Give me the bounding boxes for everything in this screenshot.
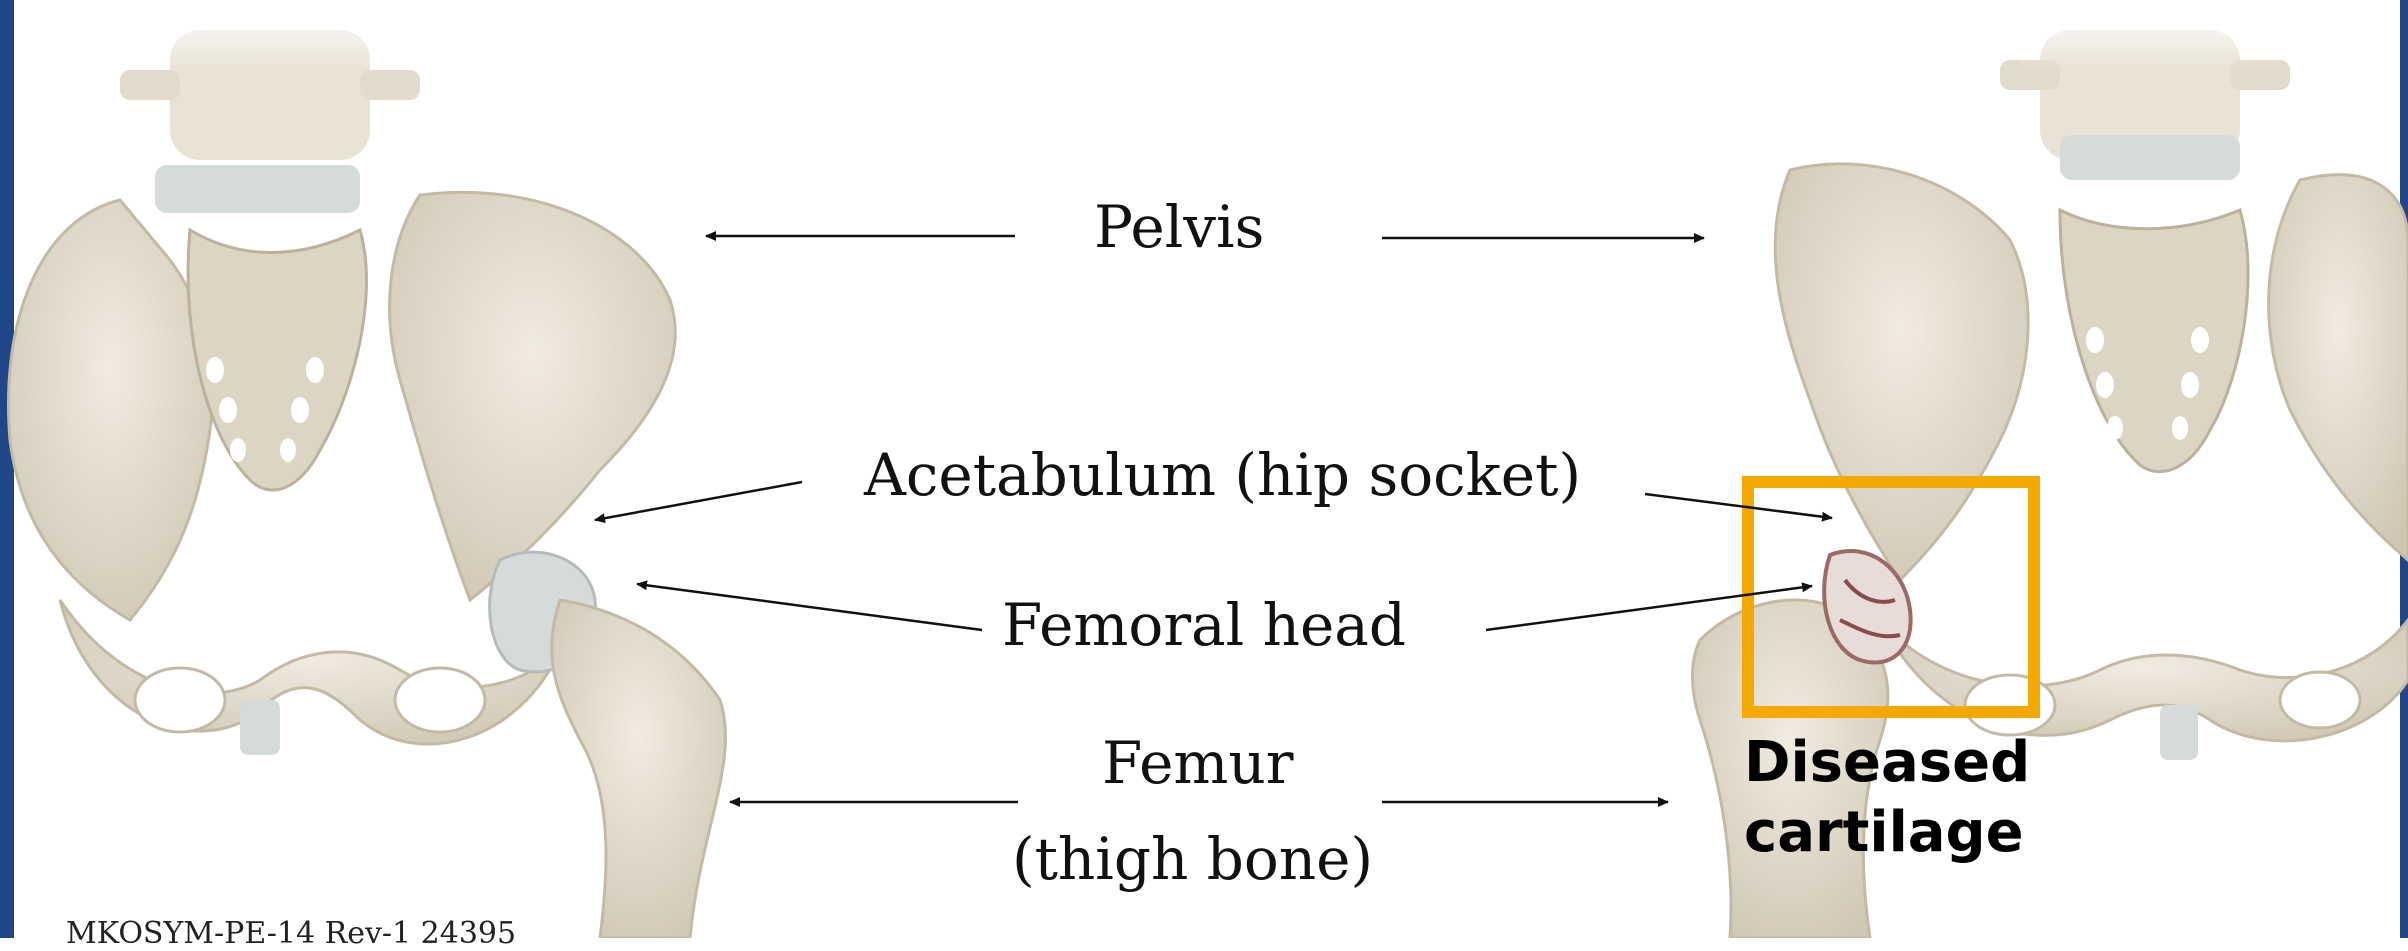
document-code: MKOSYM-PE-14 Rev-1 24395 [66,916,516,951]
arrow-acetabulum-left [595,482,802,520]
healthy-pelvis-icon [8,0,725,938]
disc-icon [155,165,360,213]
label-diseased-line2: cartilage [1744,798,2004,868]
left-ilium-icon [8,200,212,620]
vertebra-process-left-icon [120,70,180,100]
arrow-femoral-head-left [637,584,982,630]
femur-healthy-icon [552,600,726,938]
label-pelvis: Pelvis [1094,198,1264,256]
pubic-ring-icon [60,600,560,744]
label-femoral-head: Femoral head [1002,596,1406,654]
label-femur-subtitle: (thigh bone) [1012,830,1373,888]
right-ilium-icon [390,192,676,600]
disc-icon-2 [2060,135,2240,180]
vertebra-process-right-icon [360,70,420,100]
label-diseased-cartilage: Diseased cartilage [1744,728,2004,868]
label-femur: Femur [1102,734,1293,792]
label-diseased-line1: Diseased [1744,728,2004,798]
pubic-symphysis-icon [240,700,280,755]
label-acetabulum: Acetabulum (hip socket) [864,446,1581,504]
diseased-left-ilium-icon [1775,164,2028,580]
arrow-acetabulum-right [1645,494,1832,518]
diseased-right-ilium-icon [2269,175,2408,560]
